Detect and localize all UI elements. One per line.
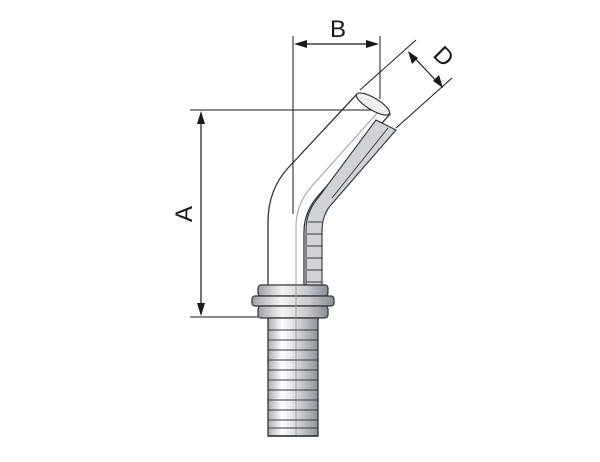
b-arrow-right (366, 40, 379, 48)
d-arrow-top (408, 51, 418, 64)
b-arrow-left (294, 40, 307, 48)
d-label: D (428, 41, 459, 72)
ribbed-shank (267, 317, 319, 437)
a-arrow-top (197, 111, 205, 124)
tube-inner-line (295, 111, 379, 292)
a-label: A (171, 206, 198, 222)
hose-fitting (251, 92, 397, 437)
b-label: B (330, 16, 346, 43)
d-extension-right (395, 77, 453, 129)
d-arrow-bottom (433, 75, 443, 88)
dimension-b: B (292, 16, 381, 214)
angled-ribbed-sleeve (305, 119, 397, 291)
tube-end-face (355, 92, 391, 116)
tube-highlight (279, 98, 366, 232)
dimension-a: A (171, 109, 372, 318)
a-arrow-bottom (197, 303, 205, 316)
d-extension-left (359, 39, 417, 91)
collar-nut (251, 284, 335, 319)
